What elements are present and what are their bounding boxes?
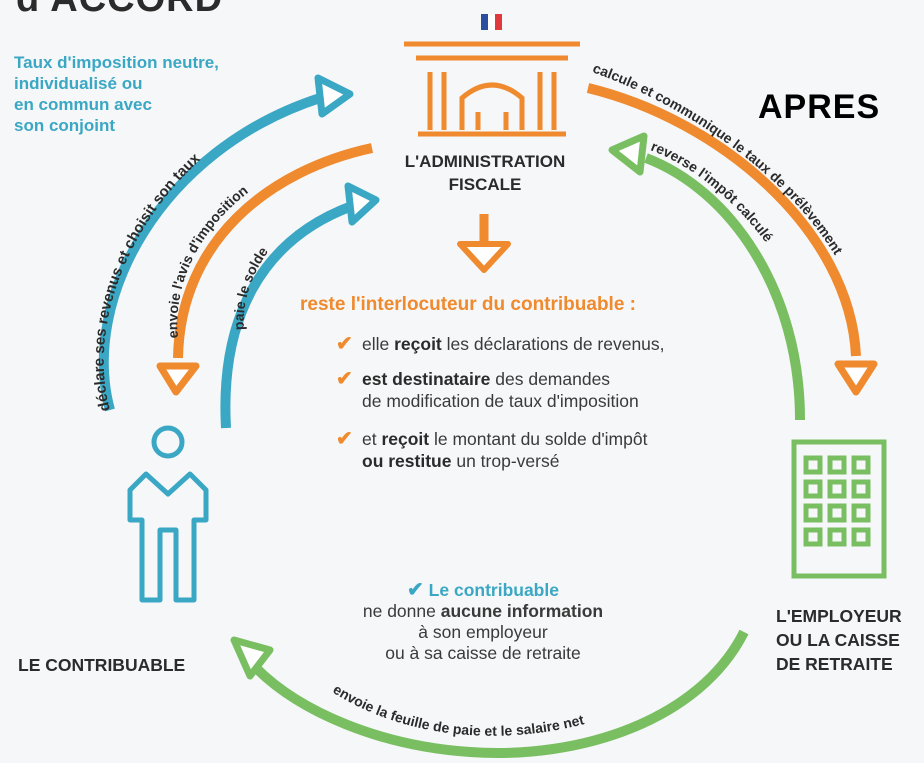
reste-heading: reste l'interlocuteur du contribuable : <box>300 294 637 315</box>
office-building-icon <box>791 439 887 579</box>
teal-note: Taux d'imposition neutre, individualisé … <box>14 52 284 136</box>
teal-note-line: Taux d'imposition neutre, <box>14 53 219 72</box>
employeur-label-line2: OU LA CAISSE <box>776 630 900 650</box>
administration-label: L'ADMINISTRATION FISCALE <box>360 150 610 196</box>
arc-solde <box>220 201 354 429</box>
arc-feuille <box>252 629 749 758</box>
france-flag-icon <box>481 14 502 30</box>
arrowhead-solde <box>344 182 380 226</box>
apres-label: APRES <box>758 88 881 126</box>
arrowhead-reverse <box>608 132 648 176</box>
contribuable-note: ✔ Le contribuable ne donne aucune inform… <box>318 580 648 664</box>
employeur-label-line1: L'EMPLOYEUR <box>776 606 902 626</box>
administration-label-line2: FISCALE <box>448 175 522 194</box>
arc-label-solde: paie le solde <box>231 244 271 331</box>
arrowhead-calcule <box>834 360 878 396</box>
building-columns-icon <box>404 41 580 137</box>
administration-label-line1: L'ADMINISTRATION <box>404 152 566 171</box>
down-arrow-icon <box>457 214 511 273</box>
check-icon: ✔ <box>336 333 353 355</box>
check-icon: ✔ <box>407 579 424 601</box>
contribuable-note-line: ou à sa caisse de retraite <box>385 643 581 663</box>
svg-text:paie le solde: paie le solde <box>231 244 271 331</box>
arrowhead-feuille <box>230 636 274 680</box>
employeur-label-line3: DE RETRAITE <box>776 654 893 674</box>
arrowhead-declare <box>314 74 354 118</box>
teal-note-line: individualisé ou <box>14 74 143 93</box>
check-icon: ✔ <box>336 428 353 450</box>
contribuable-note-line: à son employeur <box>418 622 548 642</box>
employeur-label: L'EMPLOYEUR OU LA CAISSE DE RETRAITE <box>776 604 902 676</box>
contribuable-label: LE CONTRIBUABLE <box>18 655 186 675</box>
contribuable-note-head: Le contribuable <box>428 580 559 600</box>
check-icon: ✔ <box>336 368 353 390</box>
person-icon <box>127 425 209 603</box>
arc-avis <box>173 143 374 359</box>
arc-reverse <box>644 153 805 421</box>
arrowhead-avis <box>156 362 200 396</box>
header-cut-text: d'ACCORD <box>16 0 223 21</box>
teal-note-line: son conjoint <box>14 116 116 135</box>
arc-declare <box>98 93 322 412</box>
teal-note-line: en commun avec <box>14 95 152 114</box>
arc-calcule <box>586 83 861 357</box>
